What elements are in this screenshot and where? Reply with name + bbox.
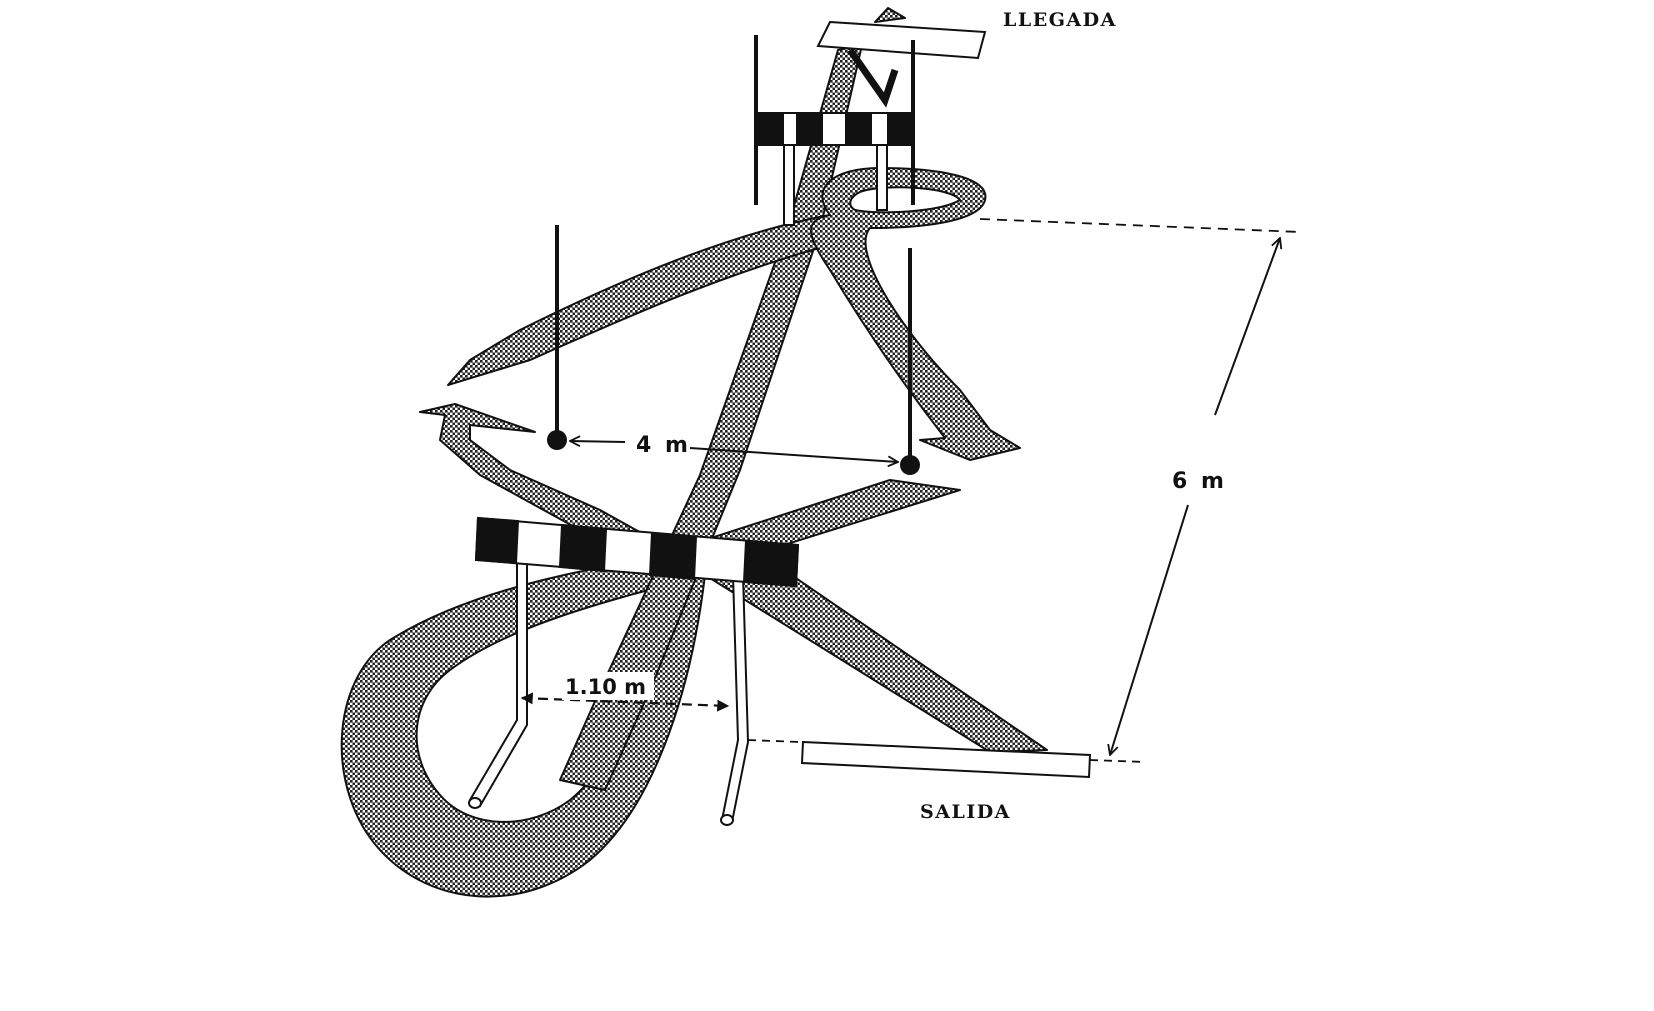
path-bottom-loop <box>340 547 753 898</box>
finish-line: LLEGADA <box>816 9 1117 60</box>
pole-spacing-label: 4 m <box>636 433 691 458</box>
start-label: SALIDA <box>920 801 1011 823</box>
top-hurdle-leg-left <box>783 139 795 226</box>
dim-4m-line-left <box>570 441 626 442</box>
top-hurdle-leg-right <box>876 144 888 211</box>
hurdle-width-label-bg <box>562 672 654 700</box>
hurdle-width-label: 1.10 m <box>565 675 646 699</box>
finish-zigzag <box>847 47 899 108</box>
dim-6m-lower <box>1110 504 1189 755</box>
finish-label: LLEGADA <box>1003 9 1117 31</box>
middle-poles: 4 m <box>547 225 920 475</box>
dim-4m-line-right <box>689 447 898 462</box>
top-hurdle <box>754 35 915 226</box>
path-top-loop <box>810 167 1021 461</box>
start-line: SALIDA <box>747 739 1146 823</box>
path-upper-left-arrow <box>447 214 831 386</box>
course-length-label: 6 m <box>1172 469 1227 494</box>
leg-right-foot <box>720 814 734 826</box>
main-hurdle: 1.10 m <box>468 516 800 826</box>
left-pole-base <box>547 430 567 450</box>
path-finish-arrow <box>874 7 906 23</box>
course-length-dimension: 6 m <box>979 218 1301 755</box>
start-dashed-right <box>1089 759 1146 763</box>
path-ribbons <box>340 7 1048 898</box>
finish-board <box>816 20 987 60</box>
dim-hurdle-width-line <box>520 692 730 712</box>
main-hurdle-bar <box>474 516 800 588</box>
right-pole-base <box>900 455 920 475</box>
main-hurdle-leg-right <box>720 574 750 824</box>
start-dashed-left <box>747 739 801 743</box>
finish-dashed-guide <box>979 218 1301 233</box>
top-hurdle-bar <box>757 112 914 146</box>
start-board <box>800 740 1092 779</box>
dim-6m-upper <box>1214 238 1280 416</box>
leg-left-foot <box>468 797 482 809</box>
